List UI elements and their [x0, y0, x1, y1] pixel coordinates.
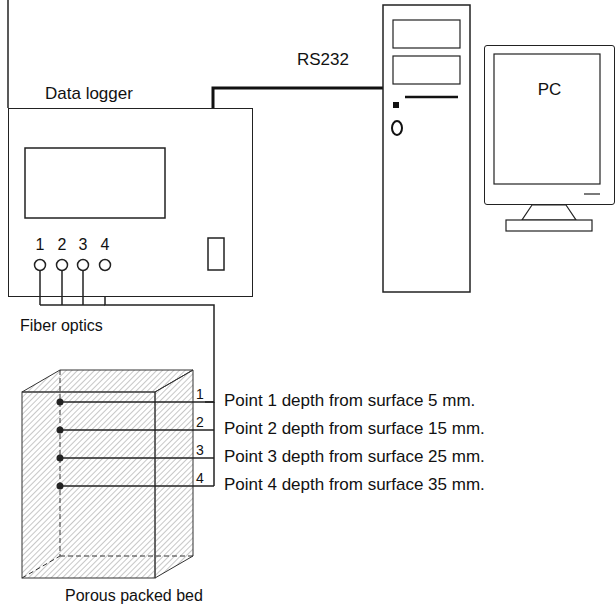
bed-front-face [22, 392, 155, 578]
fiber-port [100, 260, 111, 271]
drive-bay [393, 56, 460, 84]
edge-label-holder: Fiber optics [20, 316, 103, 335]
probe-point [57, 427, 64, 434]
hidden-edge [60, 370, 61, 556]
pc-monitor: PC [484, 45, 615, 205]
probe-point [57, 455, 64, 462]
signal-name-holder: RS232 [297, 50, 349, 70]
point-number: 3 [196, 442, 204, 459]
packed-bed-shape [15, 370, 205, 608]
frame-line [7, 0, 9, 108]
point-number: 2 [196, 414, 204, 431]
fiber-port [78, 260, 89, 271]
monitor-stand [522, 205, 576, 220]
hidden-edge [60, 556, 193, 557]
fiber-port [57, 260, 68, 271]
channel-number-holder: 4 [93, 235, 117, 254]
channel-number: 3 [79, 235, 88, 254]
fiber-line [40, 304, 105, 306]
channel-number: 2 [58, 235, 67, 254]
monitor-screen [494, 54, 600, 184]
probe-point [57, 399, 64, 406]
logger-display [25, 148, 165, 218]
probe-line [60, 485, 214, 487]
hidden-edge [22, 556, 60, 578]
bed-side-face [155, 370, 193, 578]
node-title: Data logger [45, 84, 133, 104]
point-note-holder: Point 2 depth from surface 15 mm. [224, 419, 485, 439]
drive-bay [393, 20, 460, 48]
monitor-base [506, 220, 592, 231]
pc-tower [383, 5, 470, 292]
point-number: 4 [196, 470, 204, 487]
fiber-line [82, 271, 84, 305]
signal-name: RS232 [297, 50, 349, 70]
channel-number-holder: 2 [50, 235, 74, 254]
channel-number: 4 [101, 235, 110, 254]
logger-frame [8, 108, 253, 297]
point-number-holder: 2 [196, 413, 204, 431]
probe-line [60, 457, 214, 459]
fiber-line [61, 271, 63, 305]
node-title: Porous packed bed [65, 586, 203, 605]
point-note: Point 1 depth from surface 5 mm. [224, 391, 475, 411]
channel-number-holder: 3 [71, 235, 95, 254]
point-number-holder: 1 [196, 385, 204, 403]
point-number: 1 [196, 386, 204, 403]
channel-number: 1 [36, 235, 45, 254]
point-number-holder: 3 [196, 441, 204, 459]
packed-bed: Porous packed bed [15, 370, 205, 608]
probe-line [60, 401, 214, 403]
point-number-holder: 4 [196, 469, 204, 487]
fiber-line [213, 402, 215, 486]
point-note: Point 4 depth from surface 35 mm. [224, 475, 485, 495]
probe-point [57, 483, 64, 490]
fiber-port [35, 260, 46, 271]
monitor-button [584, 193, 600, 194]
data-logger: Data logger [8, 80, 253, 297]
logger-switch [208, 238, 224, 270]
fiber-line [39, 271, 41, 305]
edge-label: Fiber optics [20, 316, 103, 335]
channel-number-holder: 1 [28, 235, 52, 254]
point-note-holder: Point 1 depth from surface 5 mm. [224, 391, 475, 411]
point-note: Point 3 depth from surface 25 mm. [224, 447, 485, 467]
monitor-label: PC [485, 80, 614, 100]
power-led [393, 102, 399, 108]
probe-line [60, 429, 214, 431]
drive-slot [405, 96, 458, 99]
power-button [392, 121, 402, 135]
rs232-cable [213, 88, 383, 108]
point-note-holder: Point 3 depth from surface 25 mm. [224, 447, 485, 467]
point-note: Point 2 depth from surface 15 mm. [224, 419, 485, 439]
point-note-holder: Point 4 depth from surface 35 mm. [224, 475, 485, 495]
